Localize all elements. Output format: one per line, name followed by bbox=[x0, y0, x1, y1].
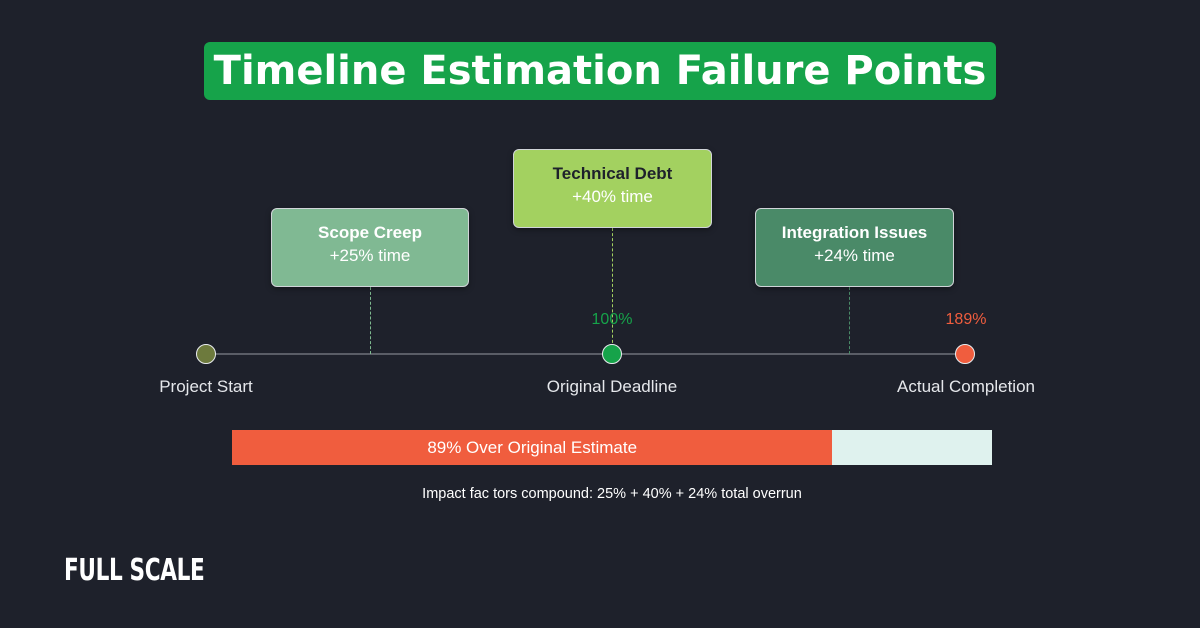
technical-debt-impact: +40% time bbox=[572, 187, 653, 206]
integration-issues-connector bbox=[849, 287, 850, 354]
integration-issues-box: Integration Issues +24% time bbox=[755, 208, 954, 287]
integration-issues-title: Integration Issues bbox=[781, 223, 928, 242]
project-start-marker bbox=[196, 344, 216, 364]
overrun-bar: 89% Over Original Estimate bbox=[232, 430, 992, 465]
technical-debt-title: Technical Debt bbox=[552, 164, 673, 183]
integration-issues-impact: +24% time bbox=[814, 246, 895, 265]
original-deadline-marker bbox=[602, 344, 622, 364]
title-container: Timeline Estimation Failure Points bbox=[0, 42, 1200, 100]
technical-debt-box: Technical Debt +40% time bbox=[513, 149, 712, 228]
technical-debt-connector bbox=[612, 228, 613, 353]
scope-creep-connector bbox=[370, 287, 371, 354]
scope-creep-box: Scope Creep +25% time bbox=[271, 208, 469, 287]
project-start-label: Project Start bbox=[159, 377, 253, 396]
original-deadline-label: Original Deadline bbox=[546, 377, 678, 396]
scope-creep-impact: +25% time bbox=[329, 246, 411, 265]
actual-completion-label: Actual Completion bbox=[897, 377, 1035, 396]
actual-completion-percent: 189% bbox=[945, 311, 987, 328]
full-scale-logo: FULL SCALE bbox=[64, 553, 205, 588]
overrun-bar-label: 89% Over Original Estimate bbox=[427, 438, 638, 457]
scope-creep-title: Scope Creep bbox=[318, 223, 422, 242]
timeline-line bbox=[206, 353, 966, 355]
overrun-bar-fill bbox=[232, 430, 833, 465]
actual-completion-marker bbox=[955, 344, 975, 364]
original-deadline-percent: 100% bbox=[591, 311, 633, 328]
impact-caption: Impact fac tors compound: 25% + 40% + 24… bbox=[422, 486, 802, 502]
page-title: Timeline Estimation Failure Points bbox=[203, 42, 997, 100]
